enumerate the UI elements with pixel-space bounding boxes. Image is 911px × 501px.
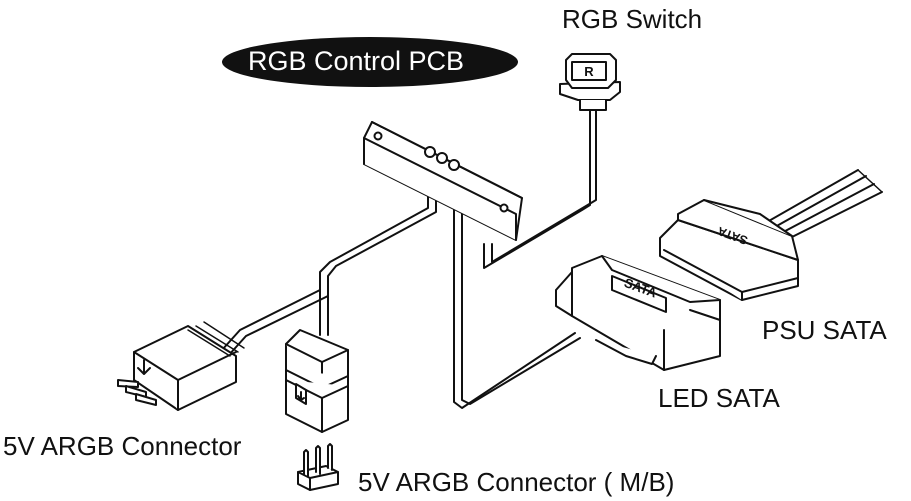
led-sata-label: LED SATA [658, 383, 780, 413]
argb-header-pins [297, 443, 339, 491]
cables [221, 109, 883, 409]
pcb-label-pill [222, 37, 518, 87]
rgb-switch-label: RGB Switch [562, 4, 703, 34]
argb-connector-label: 5V ARGB Connector [3, 431, 242, 461]
argb-connector-upright [285, 329, 349, 433]
psu-sata-connector [659, 199, 799, 301]
psu-sata-label: PSU SATA [762, 315, 887, 345]
argb-connector-mb-label: 5V ARGB Connector ( M/B) [358, 467, 675, 497]
rgb-control-pcb [363, 121, 523, 241]
switch-key-marking: R [584, 64, 594, 79]
led-sata-connector [555, 255, 721, 371]
argb-3pin-connector [117, 321, 245, 411]
rgb-switch-button [559, 53, 621, 111]
rgb-control-pcb-label: RGB Control PCB [248, 46, 465, 76]
